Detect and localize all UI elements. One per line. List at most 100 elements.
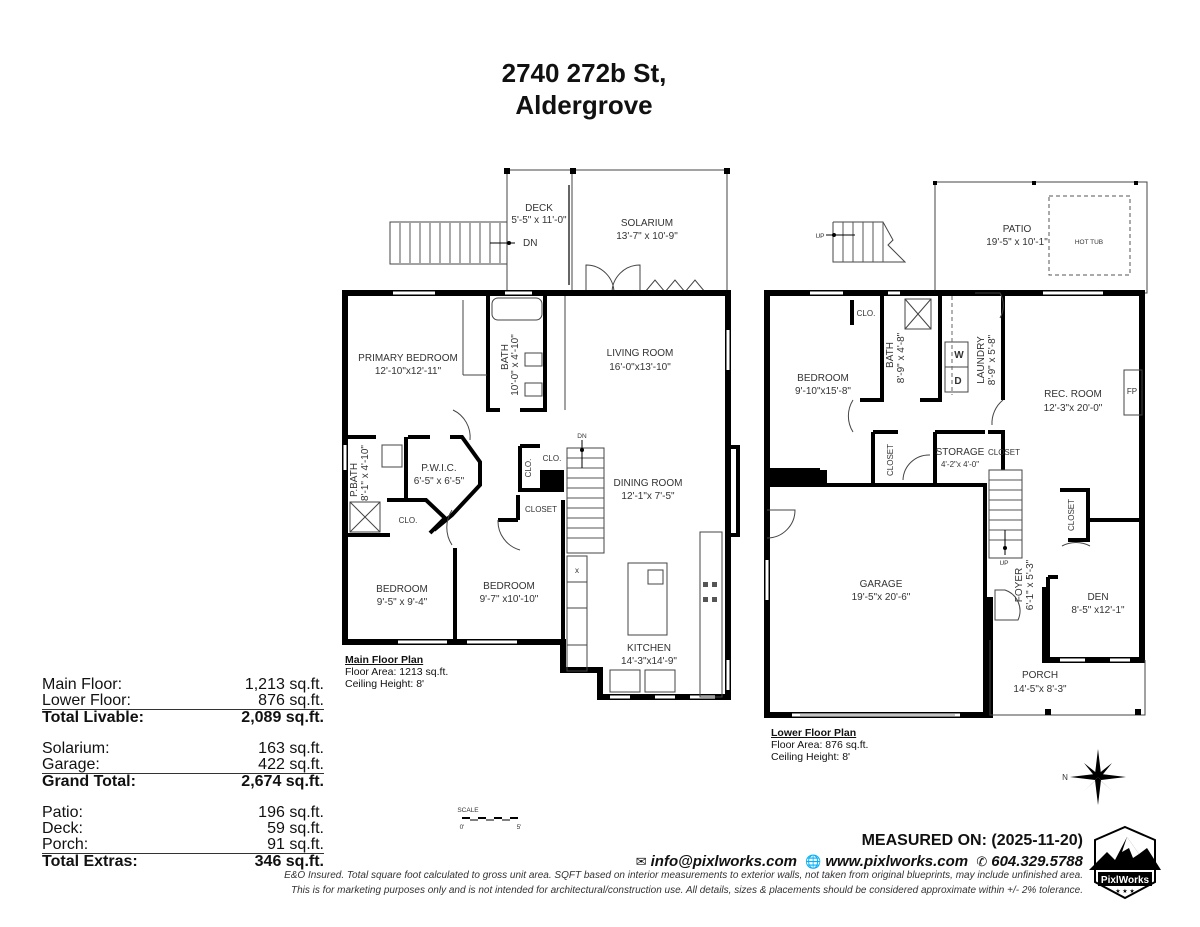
room-kitchen-dims: 14'-3"x14'-9" xyxy=(621,656,677,667)
summary-value: 346 sq.ft. xyxy=(254,853,324,870)
summary-row: Garage: 422 sq.ft. xyxy=(42,757,324,774)
room-primary-bedroom-dims: 12'-10"x12'-11" xyxy=(375,366,442,377)
address-line-2: Aldergrove xyxy=(515,90,653,120)
room-pbath-dims: 8'-1" x 4'-10" xyxy=(360,445,371,501)
summary-label: Lower Floor: xyxy=(42,692,131,709)
svg-text:PixlWorks: PixlWorks xyxy=(1101,875,1150,886)
stairs-dn-label: DN xyxy=(577,433,587,440)
room-primary-bedroom-name: PRIMARY BEDROOM xyxy=(358,353,458,364)
phone-number: 604.329.5788 xyxy=(991,853,1083,870)
summary-label: Total Livable: xyxy=(42,709,144,726)
globe-icon: 🌐 xyxy=(805,854,822,869)
summary-row: Deck:59 sq.ft. xyxy=(42,821,324,837)
envelope-icon: ✉ xyxy=(635,854,647,869)
room-den-dims: 8'-5" x12'-1" xyxy=(1071,605,1125,616)
room-kitchen-name: KITCHEN xyxy=(627,643,671,654)
room-porch-dims: 14'-5"x 8'-3" xyxy=(1013,684,1067,695)
room-solarium-dims: 13'-7" x 10'-9" xyxy=(616,231,678,242)
summary-value: 2,674 sq.ft. xyxy=(241,773,324,790)
label-closet: CLOSET xyxy=(886,444,895,476)
label-closet: CLOSET xyxy=(525,505,557,514)
summary-value: 59 sq.ft. xyxy=(267,820,324,837)
summary-label: Solarium: xyxy=(42,740,110,757)
room-bath-dims: 8'-9" x 4'-8" xyxy=(896,332,907,383)
label-clo: CLO. xyxy=(524,459,533,478)
main-floor-info: Main Floor Plan Floor Area: 1213 sq.ft. … xyxy=(345,654,448,690)
address-line-1: 2740 272b St, xyxy=(501,58,667,88)
room-dining-dims: 12'-1"x 7'-5" xyxy=(621,491,675,502)
deck-dn-label: DN xyxy=(523,238,537,249)
dryer-label: D xyxy=(954,376,961,387)
summary-row: Main Floor: 1,213 sq.ft. xyxy=(42,677,324,693)
summary-row: Patio:196 sq.ft. xyxy=(42,805,324,821)
room-bath-dims: 10'-0" x 4'-10" xyxy=(510,334,521,396)
email-link[interactable]: info@pixlworks.com xyxy=(650,853,797,870)
room-deck-dims: 5'-5" x 11'-0" xyxy=(511,215,567,226)
room-laundry-dims: 8'-9" x 5'-8" xyxy=(987,334,998,385)
kitchen-island xyxy=(627,562,668,636)
lower-floor-ceiling: Ceiling Height: 8' xyxy=(771,751,851,763)
label-hot-tub: HOT TUB xyxy=(1075,239,1103,246)
label-closet: CLOSET xyxy=(1067,499,1076,531)
room-rec-dims: 12'-3"x 20'-0" xyxy=(1044,403,1103,414)
scale-label: SCALE xyxy=(457,807,479,814)
room-porch-name: PORCH xyxy=(1022,670,1058,681)
lower-stairs xyxy=(988,469,1023,559)
lower-exterior-wall xyxy=(764,290,1145,663)
room-deck-name: DECK xyxy=(525,203,553,214)
summary-row: Porch:91 sq.ft. xyxy=(42,837,324,854)
summary-value: 876 sq.ft. xyxy=(258,692,324,709)
scale-start: 0' xyxy=(460,824,465,831)
scale-bar: SCALE 0' 5' xyxy=(457,807,521,831)
summary-label: Main Floor: xyxy=(42,676,123,693)
washer-label: W xyxy=(954,350,964,361)
room-storage-name: STORAGE xyxy=(936,447,985,458)
summary-value: 163 sq.ft. xyxy=(258,740,324,757)
room-bath-name: BATH xyxy=(500,344,511,370)
room-solarium-name: SOLARIUM xyxy=(621,218,673,229)
room-foyer-name: FOYER xyxy=(1014,568,1025,602)
cabinet-x: x xyxy=(575,566,579,575)
summary-label: Grand Total: xyxy=(42,773,136,790)
area-summary: Main Floor: 1,213 sq.ft. Lower Floor: 876 … xyxy=(42,677,324,870)
summary-label: Patio: xyxy=(42,804,83,821)
deck-outline xyxy=(506,169,573,294)
lower-floor-area: Floor Area: 876 sq.ft. xyxy=(771,739,869,751)
disclaimer-line-1: E&O Insured. Total square foot calculate… xyxy=(284,870,1083,881)
summary-value: 422 sq.ft. xyxy=(258,756,324,773)
summary-total-row: Total Extras: 346 sq.ft. xyxy=(42,854,324,870)
room-bedroom-name: BEDROOM xyxy=(376,584,428,595)
label-closet: CLOSET xyxy=(988,448,1020,457)
room-bedroom-dims: 9'-10"x15'-8" xyxy=(795,386,851,397)
room-laundry-name: LAUNDRY xyxy=(976,336,987,384)
summary-value: 91 sq.ft. xyxy=(267,836,324,853)
main-stairs xyxy=(566,440,605,554)
room-den-name: DEN xyxy=(1087,592,1108,603)
disclaimer-line-2: This is for marketing purposes only and … xyxy=(291,885,1083,896)
website-link[interactable]: www.pixlworks.com xyxy=(825,853,969,870)
lower-floor-heading: Lower Floor Plan xyxy=(771,727,857,739)
main-floor-plan: DECK 5'-5" x 11'-0" DN SOLARIUM 13'-7" x… xyxy=(342,168,740,700)
room-garage-name: GARAGE xyxy=(860,579,903,590)
compass-rose-icon: N xyxy=(1062,749,1126,805)
room-bath-name: BATH xyxy=(885,342,896,368)
summary-label: Total Extras: xyxy=(42,853,138,870)
room-patio-name: PATIO xyxy=(1003,224,1032,235)
hot-tub xyxy=(1048,195,1131,276)
main-floor-ceiling: Ceiling Height: 8' xyxy=(345,678,425,690)
summary-row: Solarium: 163 sq.ft. xyxy=(42,741,324,757)
label-clo: CLO. xyxy=(857,309,876,318)
lower-exterior-stairs xyxy=(826,221,907,263)
summary-value: 1,213 sq.ft. xyxy=(244,676,324,693)
compass-north-label: N xyxy=(1062,773,1068,782)
summary-label: Garage: xyxy=(42,756,100,773)
room-living-name: LIVING ROOM xyxy=(607,348,674,359)
room-garage-dims: 19'-5"x 20'-6" xyxy=(852,592,911,603)
contact-line: ✉info@pixlworks.com 🌐www.pixlworks.com ✆… xyxy=(632,853,1083,870)
pixlworks-logo: PixlWorks ★ ★ ★ xyxy=(1089,825,1161,900)
main-floor-heading: Main Floor Plan xyxy=(345,654,424,666)
room-living-dims: 16'-0"x13'-10" xyxy=(609,362,671,373)
room-foyer-dims: 6'-1" x 5'-3" xyxy=(1025,559,1036,610)
room-bedroom-dims: 9'-5" x 9'-4" xyxy=(377,597,428,608)
